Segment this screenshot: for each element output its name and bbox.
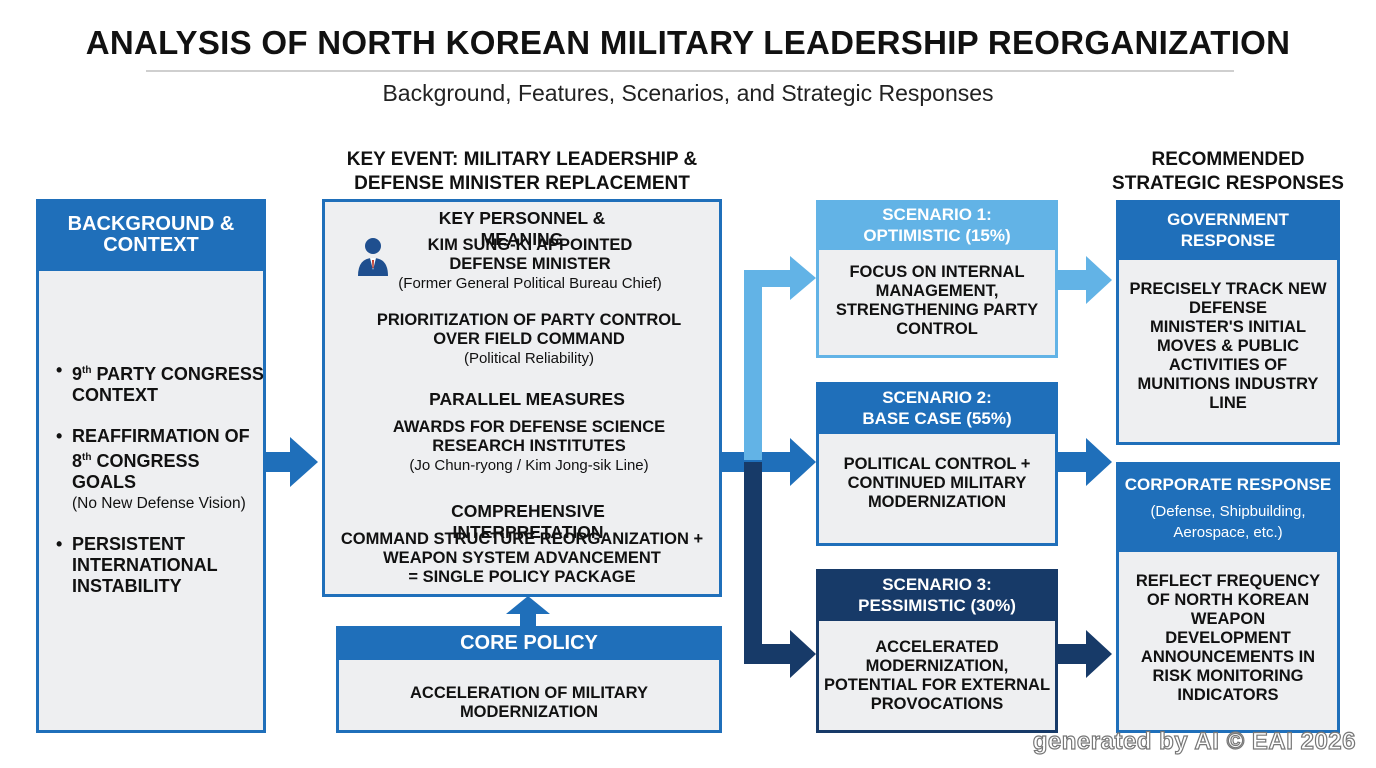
- personnel-appointment: KIM SUNG-KI APPOINTED DEFENSE MINISTER (…: [398, 236, 662, 292]
- arrow-scenario2-to-corporate: [1058, 438, 1112, 486]
- arrow-to-scenario1: [744, 256, 816, 300]
- page-subtitle: Background, Features, Scenarios, and Str…: [382, 80, 994, 106]
- arrow-to-scenario3: [744, 630, 816, 678]
- government-text: PRECISELY TRACK NEW DEFENSE MINISTER'S I…: [1129, 280, 1327, 412]
- parallel-label: PARALLEL MEASURES: [420, 389, 634, 410]
- person-icon: [356, 236, 390, 276]
- bullet-instability: PERSISTENT INTERNATIONAL INSTABILITY: [38, 534, 264, 597]
- parallel-measures: AWARDS FOR DEFENSE SCIENCE RESEARCH INST…: [392, 418, 666, 474]
- arrow-to-scenario2: [770, 438, 816, 486]
- party-control-priority: PRIORITIZATION OF PARTY CONTROL OVER FIE…: [376, 311, 682, 367]
- arrow-background-to-event: [266, 437, 318, 487]
- connector-scenario3-vertical: [744, 462, 762, 658]
- page-title: ANALYSIS OF NORTH KOREAN MILITARY LEADER…: [85, 24, 1291, 61]
- government-header: GOVERNMENT RESPONSE: [1116, 200, 1340, 260]
- interpretation-label: COMPREHENSIVE INTERPRETATION: [451, 501, 605, 542]
- core-policy-text: ACCELERATION OF MILITARY MODERNIZATION: [409, 684, 648, 721]
- background-bullets: 9th PARTY CONGRESS CONTEXT REAFFIRMATION…: [38, 360, 264, 617]
- scenario-3-header: SCENARIO 3: PESSIMISTIC (30%): [816, 569, 1058, 621]
- interpretation-text: COMMAND STRUCTURE REORGANIZATION + WEAPO…: [340, 530, 704, 586]
- corporate-text: REFLECT FREQUENCY OF NORTH KOREAN WEAPON…: [1135, 572, 1321, 704]
- arrow-core-to-event: [506, 596, 550, 626]
- core-policy-header: CORE POLICY: [336, 626, 722, 660]
- connector-scenario1-vertical: [744, 270, 762, 460]
- scenario-2-header: SCENARIO 2: BASE CASE (55%): [816, 382, 1058, 434]
- arrow-scenario3-to-corporate: [1058, 630, 1112, 678]
- background-header: BACKGROUND & CONTEXT: [36, 199, 266, 271]
- arrow-scenario1-to-government: [1058, 256, 1112, 304]
- corporate-header: CORPORATE RESPONSE (Defense, Shipbuildin…: [1116, 462, 1340, 552]
- scenario-2-text: POLITICAL CONTROL + CONTINUED MILITARY M…: [843, 455, 1031, 511]
- scenario-3-text: ACCELERATED MODERNIZATION, POTENTIAL FOR…: [823, 638, 1051, 713]
- key-event-heading: KEY EVENT: MILITARY LEADERSHIP & DEFENSE…: [346, 149, 698, 194]
- responses-heading: RECOMMENDED STRATEGIC RESPONSES: [1112, 149, 1344, 194]
- bullet-party-congress: 9th PARTY CONGRESS CONTEXT: [38, 360, 264, 406]
- scenario-1-text: FOCUS ON INTERNAL MANAGEMENT, STRENGTHEN…: [835, 263, 1039, 338]
- personnel-label: KEY PERSONNEL & MEANING: [438, 208, 606, 249]
- scenario-1-header: SCENARIO 1: OPTIMISTIC (15%): [816, 200, 1058, 250]
- title-divider: [146, 70, 1234, 72]
- bullet-reaffirmation: REAFFIRMATION OF 8th CONGRESS GOALS (No …: [38, 426, 264, 514]
- watermark: generated by AI © EAI 2026: [1032, 727, 1356, 755]
